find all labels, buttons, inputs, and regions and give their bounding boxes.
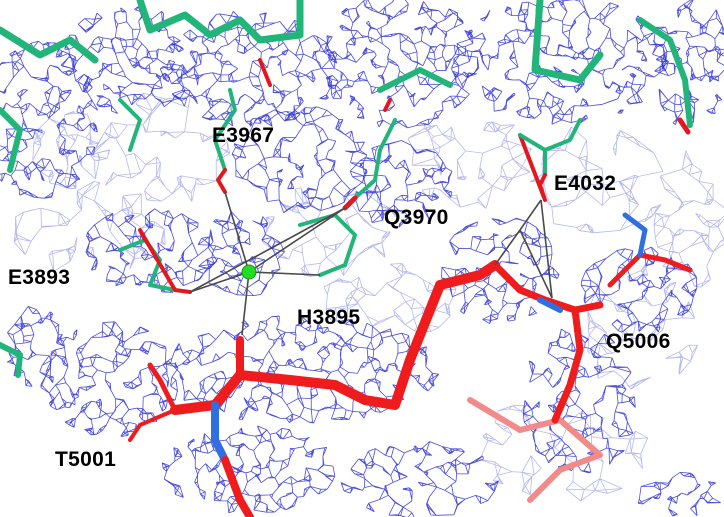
- ligand-c-term: [607, 252, 693, 288]
- backbone-segment: [0, 107, 23, 173]
- e3893-carboxylate: [138, 228, 192, 294]
- coordination-bond: [248, 271, 321, 276]
- t5001-side-chain: [147, 362, 178, 413]
- density-mesh-lobe: [40, 321, 179, 437]
- coordination-bond: [519, 229, 553, 299]
- q3970-amide: [342, 195, 358, 211]
- edge-residue: [0, 342, 23, 378]
- density-mesh-lobe: [340, 441, 499, 517]
- coordination-bond: [224, 191, 250, 273]
- h3895-ring: [298, 213, 357, 277]
- coordination-bond: [189, 237, 291, 293]
- t5001-hydroxyl: [128, 408, 177, 442]
- t5001-n-terminus: [211, 401, 229, 464]
- e4032-side-chain: [543, 118, 582, 177]
- e3967-side-chain: [213, 88, 237, 172]
- ligand-nitrogen: [537, 297, 563, 313]
- small-side-chain: [118, 98, 142, 152]
- label-e4032: E4032: [554, 172, 617, 195]
- coordination-bond: [494, 229, 521, 266]
- coordination-bond: [540, 199, 553, 299]
- e4032-branch: [518, 133, 547, 152]
- backbone-segment: [637, 17, 693, 128]
- label-q5006: Q5006: [606, 330, 671, 353]
- t5001-tail: [221, 456, 254, 517]
- density-mesh-lobe: [637, 472, 721, 517]
- density-mesh-light: [13, 92, 724, 502]
- e3967-carboxylate: [216, 168, 227, 194]
- density-mesh-lobe: [161, 315, 440, 424]
- density-mesh-lobe: [0, 40, 99, 199]
- backbone-segment: [0, 26, 99, 64]
- ligand-peptide: [128, 212, 693, 517]
- coordination-bond: [289, 207, 346, 239]
- coordination-bond: [248, 207, 346, 273]
- label-e3967: E3967: [212, 124, 275, 147]
- coordination-bond: [519, 199, 542, 231]
- green-metal-ion-sphere: [241, 264, 257, 280]
- ligand-main-chain: [170, 260, 500, 415]
- label-q3970: Q3970: [384, 206, 449, 229]
- density-mesh-lobe: [32, 110, 111, 190]
- density-mesh-lobe: [6, 306, 65, 387]
- ligand-faded-tail: [467, 397, 603, 503]
- small-side-chain: [258, 58, 272, 87]
- coordination-bonds: [189, 191, 553, 336]
- density-mesh-lobe: [161, 425, 336, 514]
- density-mesh-lobe: [652, 0, 724, 125]
- density-mesh-lobe: [197, 211, 285, 296]
- density-mesh-lobe: [13, 181, 166, 272]
- density-mesh-lobe: [653, 150, 724, 288]
- backbone-segment: [377, 67, 453, 93]
- ligand-n-term: [622, 212, 648, 258]
- coordination-bond: [241, 271, 250, 336]
- backbone-segment: [136, 0, 304, 44]
- backbone-segment: [531, 0, 604, 84]
- ligand-q5006-side: [551, 306, 584, 424]
- small-side-chain: [383, 98, 392, 112]
- density-mesh-lobe: [261, 187, 398, 277]
- label-h3895: H3895: [297, 306, 361, 329]
- q3970-side-chain: [353, 118, 397, 200]
- label-t5001: T5001: [55, 448, 117, 471]
- e4032-carboxylate: [518, 133, 547, 202]
- density-mesh-lobe: [231, 106, 368, 214]
- protein-residues: [0, 0, 693, 378]
- small-side-chain: [677, 117, 691, 135]
- density-mesh-lobe: [451, 0, 669, 125]
- label-e3893: E3893: [8, 266, 71, 289]
- e3893-side-chain: [118, 238, 177, 292]
- coordination-bond: [189, 271, 250, 293]
